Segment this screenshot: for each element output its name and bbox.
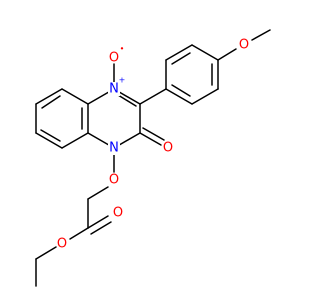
atom-labels: O • N + O N O O O O bbox=[57, 38, 249, 252]
bond bbox=[117, 94, 137, 107]
bond bbox=[142, 127, 165, 141]
bond bbox=[61, 88, 89, 105]
bond-inner bbox=[40, 129, 61, 142]
bond-inner bbox=[171, 84, 191, 97]
bond bbox=[87, 215, 109, 229]
carbonyl-oxygen-label: O bbox=[163, 141, 173, 156]
ester-carbonyl-oxygen-label: O bbox=[113, 206, 123, 221]
bond bbox=[35, 246, 57, 260]
bond-inner bbox=[41, 95, 61, 109]
bond bbox=[251, 29, 271, 41]
bond bbox=[87, 186, 109, 200]
molecule-diagram: O • N + O N O O O O bbox=[35, 29, 271, 287]
bond bbox=[139, 88, 167, 105]
bond bbox=[61, 132, 89, 149]
ester-oxygen-label: O bbox=[57, 237, 67, 252]
n-plus-label: N bbox=[109, 82, 119, 97]
ring-nitrogen-label: N bbox=[109, 141, 119, 156]
methoxy-oxygen-label: O bbox=[239, 38, 249, 53]
n-plus-charge: + bbox=[119, 76, 126, 85]
bond-inner bbox=[171, 52, 191, 65]
bond bbox=[90, 221, 112, 235]
bond bbox=[35, 132, 63, 149]
bond-layer bbox=[35, 29, 271, 287]
bond bbox=[69, 227, 89, 240]
n-oxide-oxygen-charge: • bbox=[120, 45, 125, 54]
bond bbox=[191, 44, 219, 61]
bond bbox=[139, 132, 162, 146]
bond bbox=[217, 48, 237, 61]
bond bbox=[191, 88, 219, 105]
n-oxide-oxygen-label: O bbox=[109, 51, 119, 66]
bond bbox=[35, 88, 63, 105]
ether-oxygen-label: O bbox=[109, 173, 119, 188]
bond bbox=[165, 44, 193, 61]
bond bbox=[165, 88, 193, 105]
